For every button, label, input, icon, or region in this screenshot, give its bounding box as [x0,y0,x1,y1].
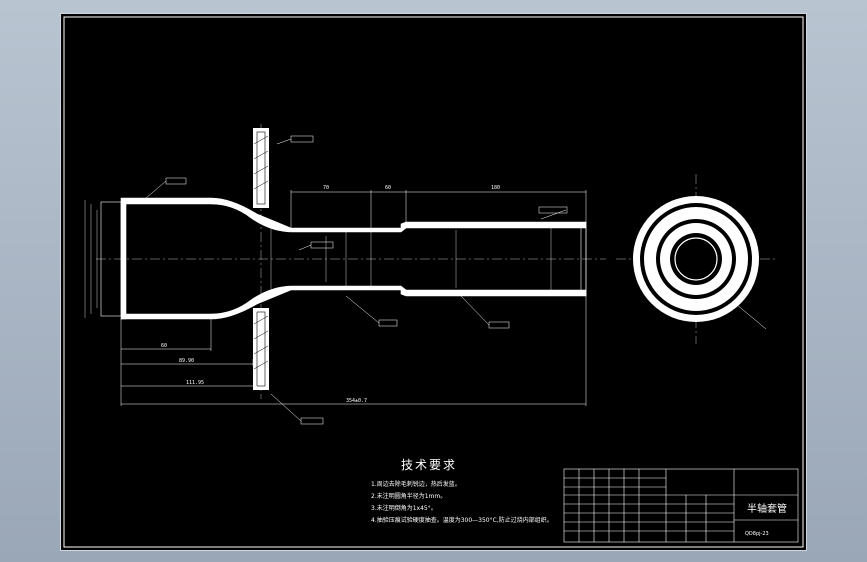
title-block [563,468,799,543]
diameter-leaders [84,200,552,318]
top-dimension-lines [290,190,587,228]
drawing-viewport[interactable]: 70 60 180 60 89.90 111.95 354±0.7 [60,13,807,551]
dim-111-95: 111.95 [186,380,204,386]
cad-drawing: 70 60 180 60 89.90 111.95 354±0.7 [63,16,804,548]
drawing-frame [63,16,804,548]
dim-89-90: 89.90 [179,358,194,364]
tech-req-item-4: 4.抽验压痕试验硬度抽查。温度为300—350°C,防止过烧内部组织。 [371,516,553,524]
tech-req-title: 技术要求 [401,458,457,472]
tech-req-item-3: 3.未注明倒角为1x45°。 [371,504,437,512]
dim-60-bottom: 60 [161,343,167,349]
end-view [633,196,767,330]
dim-70: 70 [323,185,329,191]
dim-354: 354±0.7 [346,398,367,404]
tube-section-upper [120,197,587,320]
dim-180: 180 [491,185,500,191]
part-name: 半轴套管 [747,502,787,515]
left-bore-outline [100,201,122,317]
dim-60-top: 60 [385,185,391,191]
tube-section-lower [120,285,587,320]
tech-req-item-2: 2.未注明圆角半径为1mm。 [371,492,446,500]
technical-requirements: 技术要求 1.周边去除毛刺锐边，热后发蓝。 2.未注明圆角半径为1mm。 3.未… [371,458,553,524]
tech-req-item-1: 1.周边去除毛刺锐边，热后发蓝。 [371,480,461,488]
bottom-dimension-lines [120,296,587,406]
drawing-number: QD8pj-23 [745,531,769,537]
flange-section [253,128,269,390]
leader-callouts [145,135,568,425]
